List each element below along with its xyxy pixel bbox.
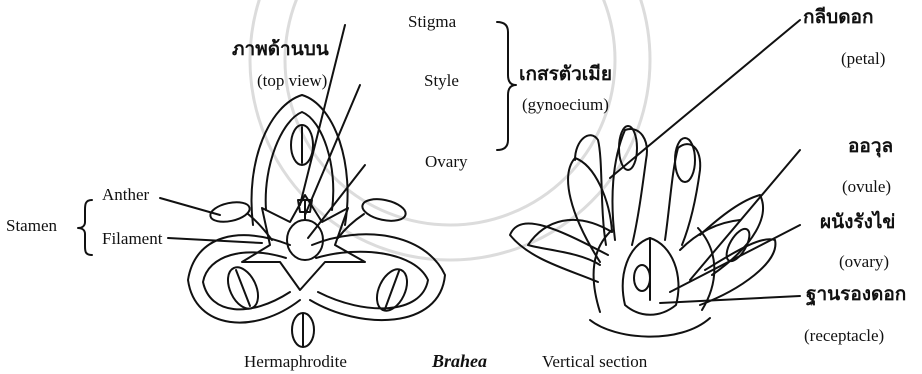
gynoecium-brace xyxy=(497,22,516,150)
petal-thai-label: กลีบดอก xyxy=(803,8,873,27)
vertical-section-caption: Vertical section xyxy=(542,353,647,370)
gynoecium-thai-label: เกสรตัวเมีย xyxy=(519,65,612,84)
ovule-thai-label: ออวุล xyxy=(848,137,893,156)
genus-title: Brahea xyxy=(432,352,487,370)
hermaphrodite-caption: Hermaphrodite xyxy=(244,353,347,370)
petal-en-label: (petal) xyxy=(841,50,885,67)
ovary-thai-label: ผนังรังไข่ xyxy=(820,213,895,232)
ovary-label: Ovary xyxy=(425,153,467,170)
receptacle-en-label: (receptacle) xyxy=(804,327,884,344)
petal-right-1 xyxy=(700,195,763,275)
ovary-en-label: (ovary) xyxy=(839,253,889,270)
stigma-label: Stigma xyxy=(408,13,456,30)
anther-label: Anther xyxy=(102,186,149,203)
ovule-en-label: (ovule) xyxy=(842,178,891,195)
gynoecium-en-label: (gynoecium) xyxy=(522,96,609,113)
filament-label: Filament xyxy=(102,230,162,247)
stamen-brace xyxy=(78,200,92,255)
receptacle-thai-label: ฐานรองดอก xyxy=(806,285,906,304)
top-view-en-label: (top view) xyxy=(257,72,327,89)
style-label: Style xyxy=(424,72,459,89)
receptacle-shape xyxy=(590,318,710,337)
stamen-label: Stamen xyxy=(6,217,57,234)
top-view-thai-label: ภาพด้านบน xyxy=(232,40,329,59)
